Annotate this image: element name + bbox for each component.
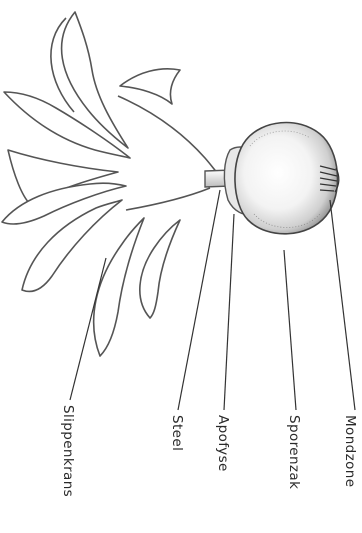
leader-line-sporenzak [284, 250, 296, 410]
leaf-lobe-upper-right [120, 69, 180, 104]
label-slippenkrans: Slippenkrans [61, 405, 75, 497]
leader-line-apofyse [224, 214, 234, 410]
leaf-lobe-lower-2 [94, 218, 144, 356]
leaf-lobe-lower-3 [140, 220, 180, 318]
body-outline [118, 96, 220, 210]
label-steel: Steel [170, 415, 184, 451]
leader-line-steel [178, 190, 220, 410]
label-sporenzak: Sporenzak [287, 415, 301, 489]
label-mondzone: Mondzone [343, 415, 357, 487]
leader-line-mondzone [330, 200, 355, 410]
leaf-fringe [2, 12, 180, 356]
label-apofyse: Apofyse [216, 415, 230, 472]
